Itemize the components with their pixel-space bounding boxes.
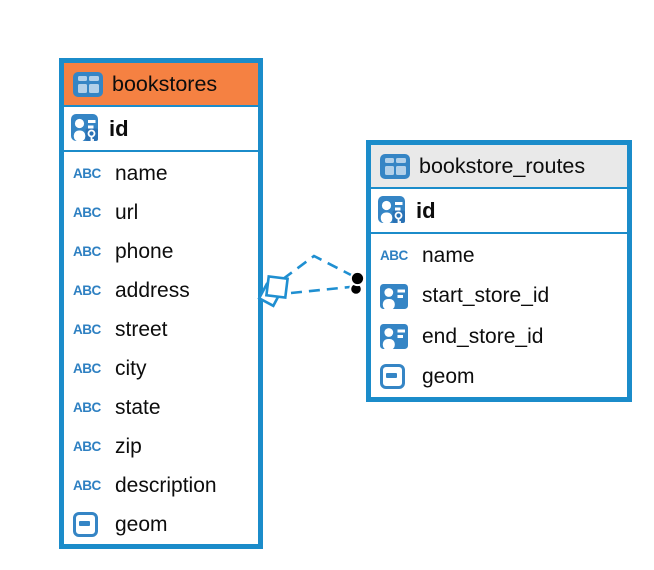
text-type-icon: ABC (73, 321, 101, 337)
column-row-id[interactable]: id (64, 107, 258, 152)
column-row[interactable]: ABC zip (64, 427, 258, 466)
column-row[interactable]: ABC description (64, 466, 258, 505)
column-label: zip (115, 434, 142, 458)
table-icon (380, 153, 410, 179)
column-label: name (422, 244, 475, 268)
column-row[interactable]: geom (371, 357, 627, 397)
column-label: phone (115, 239, 174, 263)
text-type-icon: ABC (380, 248, 408, 264)
text-type-icon: ABC (73, 243, 101, 259)
column-label: geom (422, 364, 475, 388)
column-label: name (115, 161, 168, 185)
text-type-icon: ABC (73, 438, 101, 454)
column-row[interactable]: geom (64, 505, 258, 544)
column-label: id (109, 115, 129, 141)
column-row[interactable]: end_store_id (371, 317, 627, 357)
column-list: ABC name ABC url ABC phone ABC address A… (64, 152, 258, 544)
reference-type-icon (380, 324, 408, 350)
primary-key-icon (71, 113, 98, 145)
column-label: geom (115, 512, 168, 536)
text-type-icon: ABC (73, 282, 101, 298)
column-label: address (115, 278, 190, 302)
text-type-icon: ABC (73, 360, 101, 376)
column-label: start_store_id (422, 284, 550, 308)
table-header[interactable]: bookstores (64, 63, 258, 107)
column-row[interactable]: ABC state (64, 388, 258, 427)
column-list: ABC name start_sto (371, 234, 627, 397)
table-icon (73, 71, 103, 97)
relationship-diamond-marker (257, 274, 290, 308)
text-type-icon: ABC (73, 165, 101, 181)
column-row[interactable]: ABC address (64, 271, 258, 310)
column-label: description (115, 473, 217, 497)
column-row[interactable]: ABC phone (64, 232, 258, 271)
table-bookstores[interactable]: bookstores id ABC (59, 58, 263, 549)
column-row[interactable]: ABC city (64, 349, 258, 388)
table-title: bookstores (112, 71, 218, 96)
column-label: city (115, 356, 147, 380)
column-row[interactable]: ABC url (64, 193, 258, 232)
column-label: state (115, 395, 161, 419)
column-label: end_store_id (422, 324, 544, 348)
text-type-icon: ABC (73, 477, 101, 493)
column-row[interactable]: ABC name (64, 154, 258, 193)
column-label: street (115, 317, 168, 341)
column-label: id (416, 197, 436, 223)
table-bookstore-routes[interactable]: bookstore_routes id (366, 140, 632, 402)
relationship-line-2[interactable] (290, 285, 351, 295)
relationship-line-1[interactable] (282, 254, 352, 281)
relationship-dot-marker (349, 270, 366, 296)
column-label: url (115, 200, 139, 224)
geometry-type-icon (73, 512, 98, 537)
table-title: bookstore_routes (419, 153, 586, 178)
column-row[interactable]: ABC name (371, 236, 627, 276)
column-row[interactable]: start_store_id (371, 276, 627, 316)
geometry-type-icon (380, 364, 405, 390)
text-type-icon: ABC (73, 204, 101, 220)
table-header[interactable]: bookstore_routes (371, 145, 627, 189)
text-type-icon: ABC (73, 399, 101, 415)
column-row[interactable]: ABC street (64, 310, 258, 349)
primary-key-icon (378, 195, 405, 227)
column-row-id[interactable]: id (371, 189, 627, 234)
reference-type-icon (380, 283, 408, 309)
